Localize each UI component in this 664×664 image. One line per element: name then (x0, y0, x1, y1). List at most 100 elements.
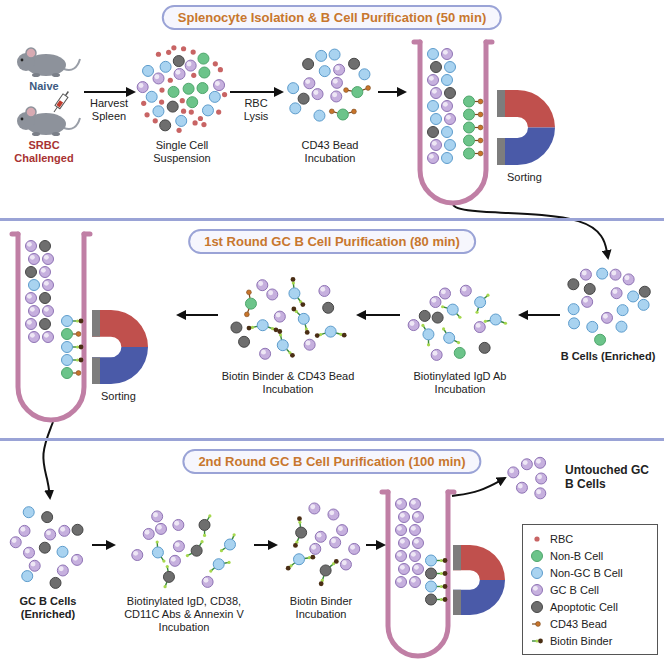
cell-highlight (261, 350, 266, 355)
cell (160, 61, 171, 72)
cell (359, 69, 370, 80)
legend-row: GC B Cell (529, 581, 651, 598)
cell (290, 103, 301, 114)
cell (396, 525, 407, 536)
cell (143, 65, 154, 76)
cell (431, 62, 442, 73)
process-step: B Cells (Enriched) (560, 258, 656, 363)
cell-highlight (311, 545, 316, 550)
cell (396, 577, 407, 588)
cell (40, 267, 51, 278)
cell (454, 347, 465, 358)
cell (167, 101, 178, 112)
cell (428, 127, 439, 138)
cell (298, 93, 309, 104)
cd43-bead (247, 290, 252, 295)
cell-highlight (41, 268, 46, 273)
cell (328, 509, 339, 520)
syringe-barrel (55, 94, 68, 109)
cell (444, 332, 455, 343)
mouse-tail (64, 118, 80, 129)
legend-row: Non-B Cell (529, 547, 651, 564)
cell-highlight (27, 242, 32, 247)
cell (245, 298, 256, 309)
magnet-pole (453, 590, 461, 615)
cell (410, 551, 421, 562)
cell-highlight (410, 321, 415, 326)
cell-highlight (400, 513, 405, 518)
cell (174, 68, 185, 79)
cell (257, 320, 268, 331)
cell-highlight (411, 552, 416, 557)
cell (464, 96, 475, 107)
biotin-binder (443, 584, 448, 589)
cell (29, 560, 40, 571)
cell (310, 543, 321, 554)
cell-highlight (203, 578, 208, 583)
biotin-binder (443, 597, 448, 602)
biotin-binder (291, 307, 296, 312)
cell-highlight (145, 530, 150, 535)
cell-highlight (582, 271, 587, 276)
biotin (227, 561, 230, 564)
cell (445, 88, 456, 99)
cell-highlight (153, 512, 158, 517)
step-caption: Biotinylated IgD, CD38, CD11C Abs & Anne… (114, 595, 254, 635)
cell (260, 348, 271, 359)
cell-highlight (174, 521, 179, 526)
sorting-illustration (382, 492, 505, 656)
cell (199, 519, 210, 530)
biotin (457, 341, 460, 344)
cell-highlight (432, 89, 437, 94)
mouse-foot (32, 132, 40, 136)
step-caption: Single Cell Suspension (134, 139, 230, 165)
cell-highlight (411, 578, 416, 583)
biotin (162, 559, 165, 562)
legend-label: Non-GC B Cell (550, 567, 623, 579)
cell (22, 571, 33, 582)
cell (304, 78, 315, 89)
cell-highlight (414, 565, 419, 570)
magnet-south (497, 128, 555, 166)
mouse-foot (52, 73, 60, 77)
legend-row: Non-GC B Cell (529, 564, 651, 581)
cell-highlight (342, 560, 347, 565)
biotin-binder (79, 319, 84, 324)
process-step: Sorting (8, 232, 178, 422)
step-caption: CD43 Bead Incubation (282, 139, 378, 165)
cell (183, 83, 194, 94)
process-step: Sorting (405, 40, 600, 205)
biotin (200, 540, 203, 543)
cell-highlight (133, 551, 138, 556)
cell (399, 538, 410, 549)
syringe-needle (54, 107, 57, 112)
process-step: CD43 Bead Incubation (282, 42, 378, 165)
cell-highlight (27, 320, 32, 325)
cell (137, 82, 148, 93)
cell (536, 473, 547, 484)
cell (568, 304, 579, 315)
biotin-binder (342, 333, 347, 338)
red-blood-cell (216, 110, 221, 115)
cell (464, 135, 475, 146)
legend-label: GC B Cell (550, 584, 599, 596)
red-blood-cell (159, 87, 164, 92)
cell (239, 336, 250, 347)
cell (303, 59, 314, 70)
cell (430, 297, 441, 308)
process-step: NaiveSRBC Challenged (4, 40, 84, 166)
cell (521, 459, 532, 470)
cell-highlight (411, 526, 416, 531)
cell-highlight (329, 510, 334, 515)
cell-highlight (397, 500, 402, 505)
cell (442, 49, 453, 60)
cell-highlight (44, 333, 49, 338)
cell-cluster (223, 273, 353, 368)
cell (587, 321, 598, 332)
cell-highlight (603, 314, 608, 319)
cell-highlight (154, 74, 159, 79)
biotin-binder (300, 302, 305, 307)
magnet-south (453, 580, 505, 615)
cell-highlight (332, 92, 337, 97)
cell (23, 507, 34, 518)
